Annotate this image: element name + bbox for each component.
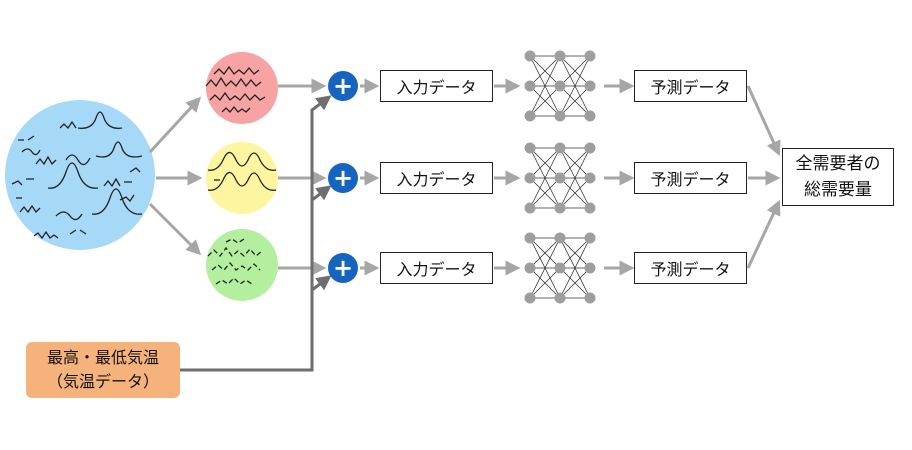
network-edge	[559, 55, 591, 117]
cluster-circle-yellow	[206, 142, 278, 214]
network-edge	[529, 147, 561, 179]
network-node	[524, 172, 536, 184]
network-node	[524, 110, 536, 122]
network-edge	[559, 237, 591, 269]
network-node	[524, 142, 536, 154]
network-edge	[559, 177, 591, 209]
network-node	[584, 80, 596, 92]
network-edge	[559, 55, 591, 87]
temperature-feed-lines	[180, 95, 332, 372]
cluster-circle-green	[206, 229, 278, 301]
temperature-data-box: 最高・最低気温 （気温データ）	[26, 342, 180, 398]
network-edge	[529, 147, 561, 209]
total-demand-line1: 全需要者の	[795, 154, 881, 174]
split-arrows	[148, 96, 203, 256]
input-data-box: 入力データ	[380, 252, 493, 284]
network-node	[554, 142, 566, 154]
network-edge	[559, 147, 591, 209]
prediction-data-box: 予測データ	[634, 70, 747, 102]
network-node	[554, 50, 566, 62]
network-node	[584, 292, 596, 304]
network-node	[584, 172, 596, 184]
input-data-box: 入力データ	[380, 70, 493, 102]
network-node	[554, 232, 566, 244]
prediction-to-total-arrows	[746, 85, 781, 269]
network-node	[554, 110, 566, 122]
cluster-to-plus-arrows	[278, 78, 327, 276]
combine-plus-icon: +	[328, 163, 358, 193]
neural-network-icon	[524, 142, 596, 214]
network-node	[524, 202, 536, 214]
network-node	[584, 50, 596, 62]
network-node	[584, 142, 596, 154]
network-edge	[559, 237, 591, 299]
network-node	[524, 50, 536, 62]
temperature-line1: 最高・最低気温	[46, 348, 159, 367]
network-edge	[529, 55, 561, 117]
neural-network-icon	[524, 232, 596, 304]
cluster-circle-red	[205, 52, 278, 124]
all-demand-data-circle	[5, 100, 155, 250]
network-node	[584, 202, 596, 214]
network-edge	[529, 85, 561, 117]
prediction-data-box: 予測データ	[634, 162, 747, 194]
network-node	[584, 232, 596, 244]
input-to-network-arrows	[494, 78, 521, 276]
network-node	[554, 262, 566, 274]
network-node	[524, 262, 536, 274]
network-edge	[559, 85, 591, 117]
network-edge	[559, 267, 591, 299]
total-demand-line2: 総需要量	[804, 180, 872, 200]
combine-plus-icon: +	[328, 71, 358, 101]
network-edge	[529, 55, 561, 87]
network-edge	[529, 237, 561, 269]
network-node	[524, 292, 536, 304]
network-node	[584, 262, 596, 274]
input-data-box: 入力データ	[380, 162, 493, 194]
network-edge	[529, 267, 561, 299]
temperature-line2: （気温データ）	[46, 372, 159, 391]
neural-network-icon	[524, 50, 596, 122]
network-edge	[559, 147, 591, 179]
network-node	[554, 202, 566, 214]
network-node	[524, 232, 536, 244]
network-to-prediction-arrows	[604, 78, 635, 276]
network-edge	[529, 237, 561, 299]
network-node	[554, 292, 566, 304]
network-node	[524, 80, 536, 92]
network-node	[554, 80, 566, 92]
network-node	[584, 110, 596, 122]
network-node	[554, 172, 566, 184]
total-demand-box: 全需要者の 総需要量	[782, 148, 894, 206]
prediction-data-box: 予測データ	[634, 252, 747, 284]
combine-plus-icon: +	[328, 253, 358, 283]
network-edge	[529, 177, 561, 209]
plus-to-input-arrows	[360, 78, 380, 276]
